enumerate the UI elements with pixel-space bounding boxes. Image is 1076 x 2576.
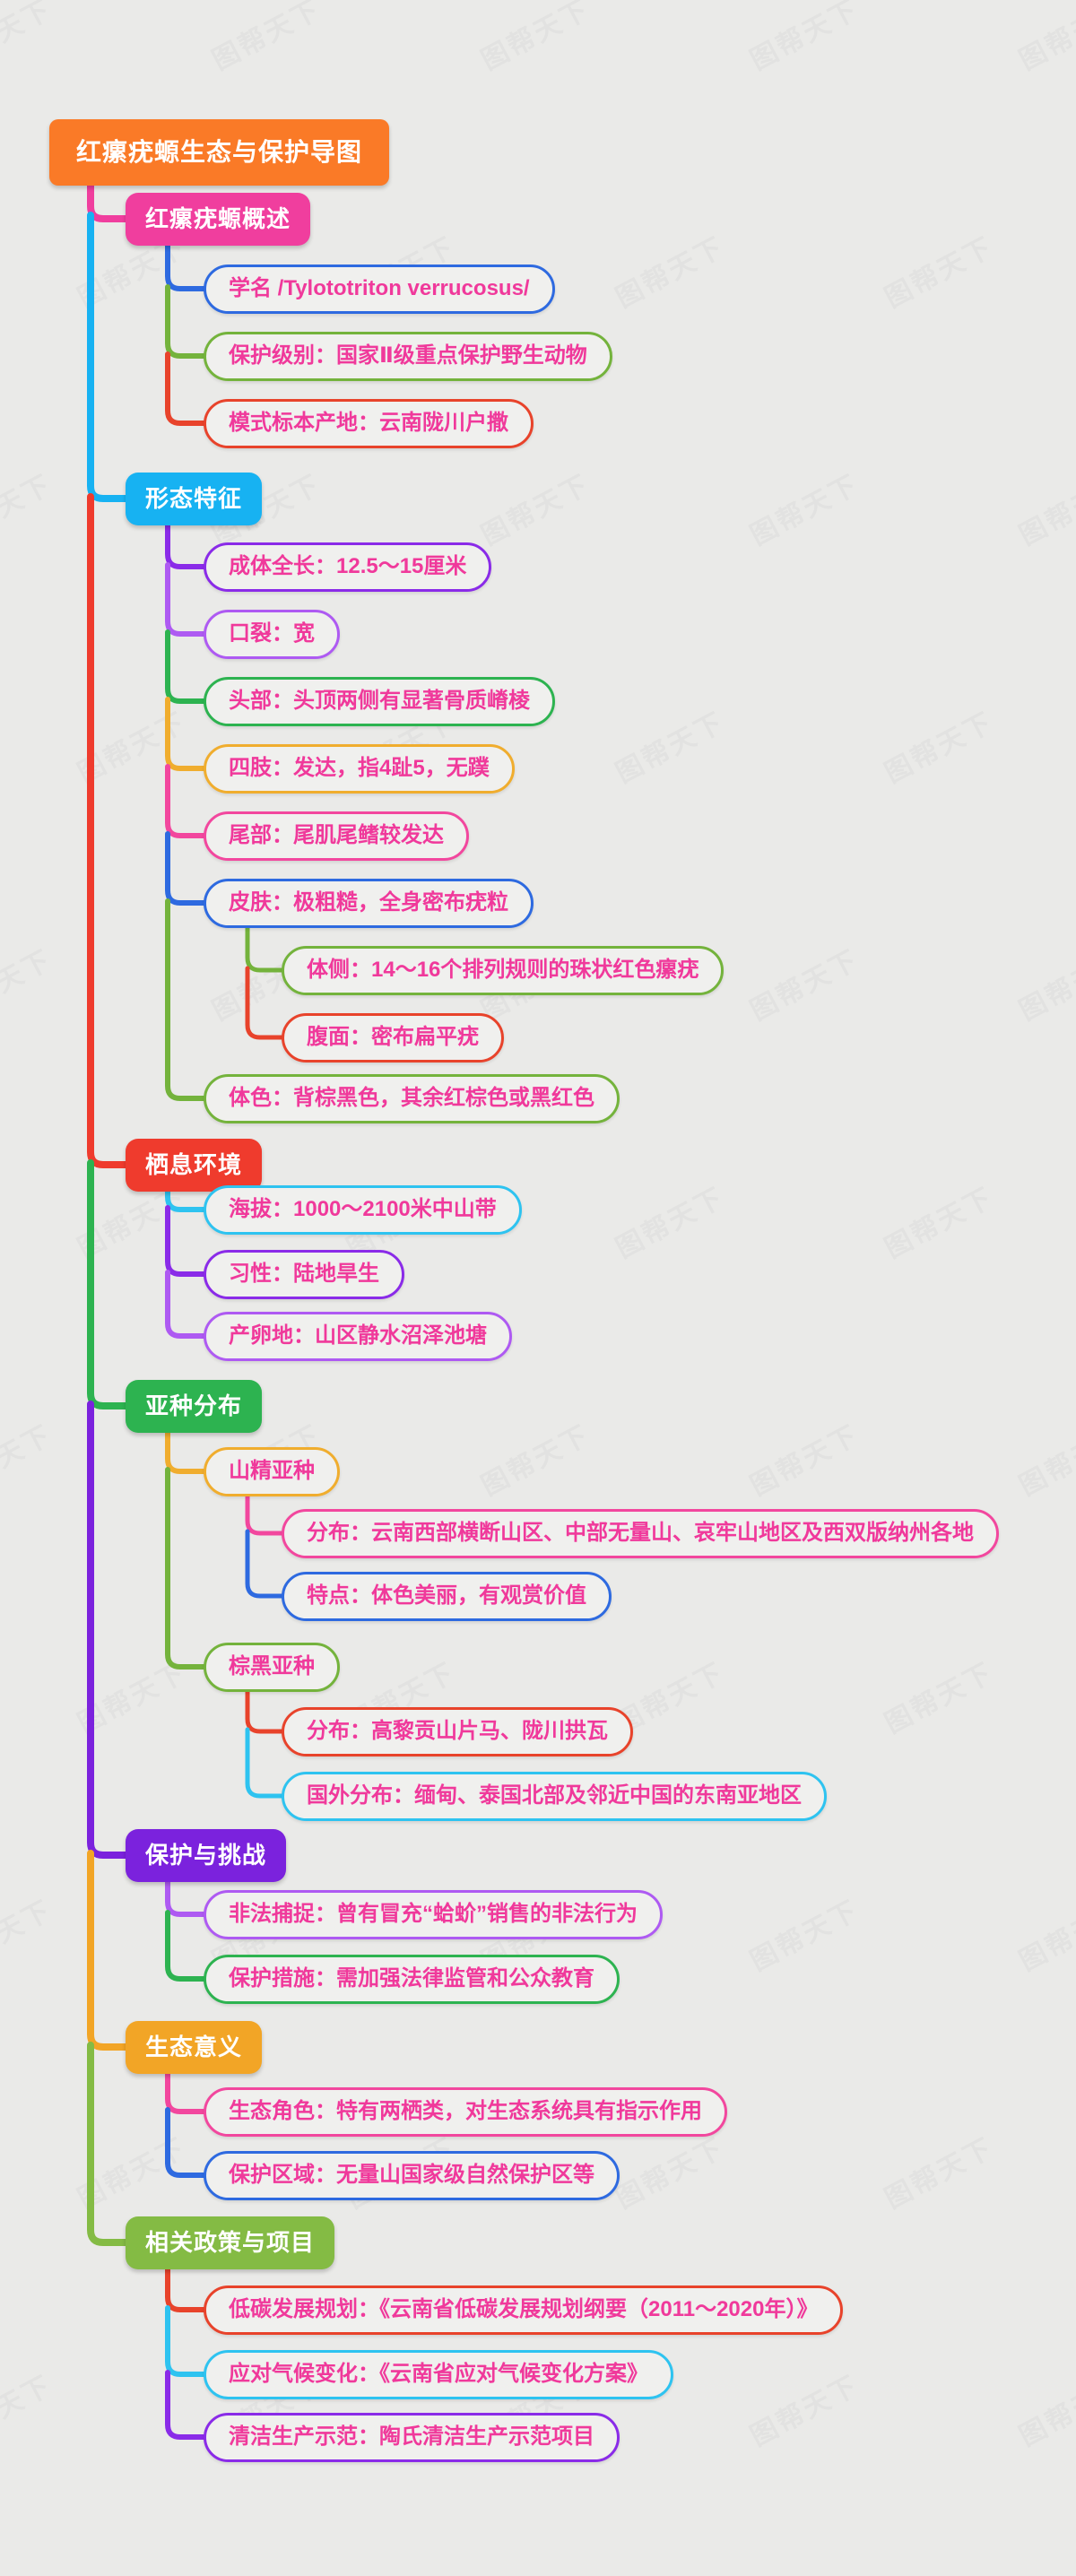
leaf-flank-warts[interactable]: 体侧：14～16个排列规则的珠状红色瘰疣 [282,946,725,995]
connector-trunk-protection [87,1401,129,1859]
connector-mouth-cleft [165,562,206,637]
connector-flank-warts [245,923,284,973]
connector-skin [165,831,206,906]
root-node[interactable]: 红瘰疣螈生态与保护导图 [49,119,390,186]
connector-foreign-distribution [245,1727,284,1799]
connector-protected-areas [165,2107,206,2178]
leaf-illegal-capture[interactable]: 非法捕捉：曾有冒充“蛤蚧”销售的非法行为 [204,1890,663,1939]
leaf-altitude[interactable]: 海拔：1000～2100米中山带 [204,1185,522,1235]
connector-shanjing-distribution [245,1491,284,1536]
leaf-shanjing-traits[interactable]: 特点：体色美丽，有观赏价值 [282,1572,612,1621]
leaf-protected-areas[interactable]: 保护区域：无量山国家级自然保护区等 [204,2151,620,2200]
connector-scientific-name [165,239,206,291]
leaf-adult-length[interactable]: 成体全长：12.5～15厘米 [204,542,492,592]
connector-ecological-role [165,2068,206,2114]
leaf-limbs[interactable]: 四肢：发达，指4趾5，无蹼 [204,744,515,794]
connector-climate-plan [165,2305,206,2377]
leaf-ecological-role[interactable]: 生态角色：特有两栖类，对生态系统具有指示作用 [204,2087,727,2137]
branch-policy-node[interactable]: 相关政策与项目 [126,2216,335,2270]
connector-trunk-subspecies [87,1159,129,1409]
connector-tail [165,764,206,838]
leaf-spawning-site[interactable]: 产卵地：山区静水沼泽池塘 [204,1312,512,1361]
leaf-ventral-warts[interactable]: 腹面：密布扁平疣 [282,1013,504,1062]
leaf-brownblack-distribution[interactable]: 分布：高黎贡山片马、陇川拱瓦 [282,1707,633,1756]
connector-brownblack [165,1467,206,1670]
connector-body-color [165,898,206,1101]
branch-habitat-node[interactable]: 栖息环境 [126,1139,263,1193]
leaf-shanjing-distribution[interactable]: 分布：云南西部横断山区、中部无量山、哀牢山地区及西双版纳州各地 [282,1509,999,1558]
branch-subspecies-node[interactable]: 亚种分布 [126,1380,263,1434]
leaf-low-carbon-plan[interactable]: 低碳发展规划：《云南省低碳发展规划纲要（2011～2020年）》 [204,2285,844,2335]
connector-shanjing [165,1427,206,1474]
connector-trunk-morphology [87,212,129,502]
branch-overview-node[interactable]: 红瘰疣螈概述 [126,193,311,247]
connector-limbs [165,697,206,771]
node-shanjing-subspecies[interactable]: 山精亚种 [204,1447,340,1496]
node-brownblack-subspecies[interactable]: 棕黑亚种 [204,1643,340,1692]
leaf-tail[interactable]: 尾部：尾肌尾鳍较发达 [204,811,469,861]
leaf-scientific-name[interactable]: 学名 /Tylototriton verrucosus/ [204,265,555,314]
branch-morphology-node[interactable]: 形态特征 [126,473,263,526]
connector-type-locality [165,351,206,426]
connector-head [165,629,206,704]
leaf-mouth-cleft[interactable]: 口裂：宽 [204,610,340,659]
connector-root-overview [87,178,129,222]
connector-low-carbon-plan [165,2264,206,2312]
connector-ventral-warts [245,966,284,1040]
leaf-habit[interactable]: 习性：陆地旱生 [204,1250,404,1299]
connector-brownblack-distribution [245,1687,284,1734]
leaf-foreign-distribution[interactable]: 国外分布：缅甸、泰国北部及邻近中国的东南亚地区 [282,1772,827,1821]
connector-protection-level [165,284,206,359]
connector-illegal-capture [165,1876,206,1917]
connector-altitude [165,1186,206,1212]
connector-trunk-policy [87,2042,129,2246]
leaf-body-color[interactable]: 体色：背棕黑色，其余红棕色或黑红色 [204,1074,620,1123]
connector-protection-measures [165,1910,206,1982]
connector-clean-production [165,2370,206,2440]
connector-trunk-ecology [87,1850,129,2051]
connector-trunk-habitat [87,493,129,1168]
connector-shanjing-traits [245,1529,284,1599]
connector-adult-length [165,519,206,569]
connector-spawning-site [165,1270,206,1339]
leaf-protection-level[interactable]: 保护级别：国家Ⅱ级重点保护野生动物 [204,332,612,381]
connector-habit [165,1205,206,1277]
leaf-clean-production[interactable]: 清洁生产示范：陶氏清洁生产示范项目 [204,2413,620,2462]
leaf-head[interactable]: 头部：头顶两侧有显著骨质嵴棱 [204,677,555,726]
branch-ecology-node[interactable]: 生态意义 [126,2021,263,2075]
branch-protection-node[interactable]: 保护与挑战 [126,1829,287,1883]
leaf-skin[interactable]: 皮肤：极粗糙，全身密布疣粒 [204,879,534,928]
leaf-protection-measures[interactable]: 保护措施：需加强法律监管和公众教育 [204,1955,620,2004]
leaf-type-locality[interactable]: 模式标本产地：云南陇川户撒 [204,399,534,448]
leaf-climate-change-plan[interactable]: 应对气候变化：《云南省应对气候变化方案》 [204,2350,673,2399]
